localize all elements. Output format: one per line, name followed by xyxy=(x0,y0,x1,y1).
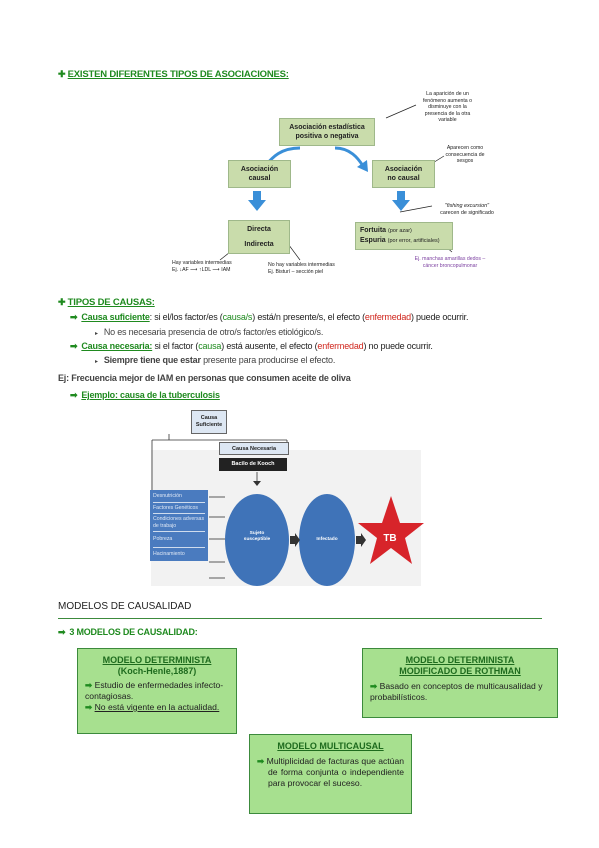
model-multicausal-point-1: ➡ Multiplicidad de facturas que actúan d… xyxy=(257,756,404,788)
bullet-icon: ▸ xyxy=(95,331,98,337)
factor-item: Desnutrición xyxy=(153,491,205,503)
tb-diagram: Causa Suficiente Causa Necesaria Bacilo … xyxy=(147,410,425,588)
models-heading: MODELOS DE CAUSALIDAD xyxy=(58,601,192,612)
arrow-right-icon: ➡ xyxy=(85,680,93,690)
model-deterministic-box: MODELO DETERMINISTA (Koch-Henle,1887) ➡ … xyxy=(77,648,237,734)
box-necessary-cause: Causa Necesaria xyxy=(219,442,289,455)
box-sufficient-cause: Causa Suficiente xyxy=(191,410,227,434)
cross-icon: ✚ xyxy=(58,69,66,79)
model-deterministic-subtitle: (Koch-Henle,1887) xyxy=(117,666,197,676)
section-cause-types-heading: ✚ TIPOS DE CAUSAS: xyxy=(58,297,155,308)
arrow-right-icon: ➡ xyxy=(58,627,66,637)
note-biases: Aparecen como consecuencia de sesgos xyxy=(445,145,485,164)
note-no-intermediate-vars: No hay variables intermedias Ej. Bisturí… xyxy=(268,262,335,275)
models-subheading: ➡3 MODELOS DE CAUSALIDAD: xyxy=(58,627,198,637)
factor-item: Hacinamiento xyxy=(153,550,185,557)
note-fishing: "fishing excursion" carecen de significa… xyxy=(440,203,494,216)
box-fortuitous-spurious: Fortuita (por azar) Espuria (por error, … xyxy=(355,222,453,250)
label-infected: Infectado xyxy=(316,537,338,542)
section-associations-heading: ✚ EXISTEN DIFERENTES TIPOS DE ASOCIACION… xyxy=(58,69,289,80)
model-rothman-point-1: ➡ Basado en conceptos de multicausalidad… xyxy=(370,681,543,702)
bullet-icon: ▸ xyxy=(95,359,98,365)
sufficient-cause-sub: ▸No es necesaria presencia de otro/s fac… xyxy=(95,327,324,337)
arrow-right-icon: ➡ xyxy=(70,341,78,351)
label-tb: TB xyxy=(383,533,397,544)
model-deterministic-point-1: ➡ Estudio de enfermedades infecto-contag… xyxy=(85,680,224,701)
box-statistical-association: Asociación estadística positiva o negati… xyxy=(279,118,375,146)
factor-item: Factores Genéticos xyxy=(153,503,205,514)
tb-star-icon xyxy=(358,496,424,564)
arrow-right-icon: ➡ xyxy=(85,702,93,712)
arrow-right-icon: ➡ xyxy=(70,390,78,400)
factor-item: Condiciones adversas de trabajo xyxy=(153,514,205,532)
box-causal-association: Asociación causal xyxy=(228,160,291,188)
box-koch-bacillus: Bacilo de Kooch xyxy=(219,458,287,471)
arrow-right-icon: ➡ xyxy=(70,312,78,322)
box-direct-indirect: Directa Indirecta xyxy=(228,220,290,254)
model-multicausal-title: MODELO MULTICAUSAL xyxy=(277,741,384,751)
box-non-causal-association: Asociación no causal xyxy=(372,160,435,188)
curved-arrow-right-icon xyxy=(357,160,368,172)
model-rothman-box: MODELO DETERMINISTA MODIFICADO DE ROTHMA… xyxy=(362,648,558,718)
model-deterministic-title: MODELO DETERMINISTA xyxy=(102,655,212,665)
model-multicausal-box: MODELO MULTICAUSAL ➡ Multiplicidad de fa… xyxy=(249,734,412,814)
necessary-cause-line: ➡Causa necesaria: si el factor (causa) e… xyxy=(70,341,433,351)
model-rothman-title-1: MODELO DETERMINISTA xyxy=(405,655,515,665)
cross-icon: ✚ xyxy=(58,297,66,307)
arrow-right-icon: ➡ xyxy=(257,756,265,766)
label-susceptible-subject: Sujeto susceptible xyxy=(243,531,271,542)
tb-connectors xyxy=(151,434,424,586)
tb-factors-list: Desnutrición Factores Genéticos Condicio… xyxy=(150,490,208,561)
note-intermediate-vars: Hay variables intermedias Ej. ↓AF ⟶ ↑LDL… xyxy=(172,260,232,273)
example-tb-line: ➡Ejemplo: causa de la tuberculosis xyxy=(70,390,220,400)
arrow-right-icon: ➡ xyxy=(370,681,378,691)
note-example-fingers: Ej. manchas amarillas dedos – cáncer bro… xyxy=(414,256,486,269)
factor-item: Pobreza xyxy=(153,532,205,548)
model-rothman-title-2: MODIFICADO DE ROTHMAN xyxy=(399,666,521,676)
sufficient-cause-line: ➡Causa suficiente: si el/los factor/es (… xyxy=(70,312,469,322)
example-iam: Ej: Frecuencia mejor de IAM en personas … xyxy=(58,373,351,383)
model-deterministic-point-2: ➡ No está vigente en la actualidad. xyxy=(85,702,220,712)
necessary-cause-sub: ▸Siempre tiene que estar presente para p… xyxy=(95,355,336,365)
note-appearance: La aparición de un fenómeno aumenta o di… xyxy=(422,91,473,123)
down-arrow-icon xyxy=(248,200,266,211)
down-arrow-icon xyxy=(392,200,410,211)
models-divider xyxy=(58,618,542,620)
